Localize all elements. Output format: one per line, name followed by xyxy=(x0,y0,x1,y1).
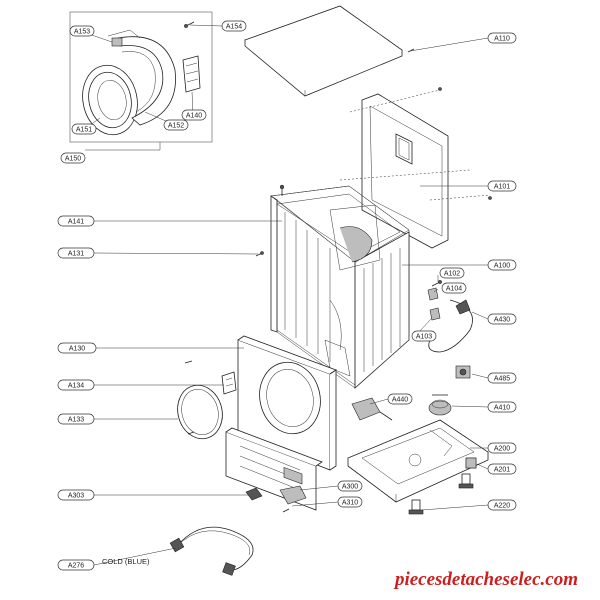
a150-bracket xyxy=(85,142,161,151)
label-a150: A150 xyxy=(60,152,86,164)
label-a131: A131 xyxy=(57,247,95,259)
watermark-text: piecesdetacheselec.com xyxy=(393,569,578,590)
svg-text:A303: A303 xyxy=(68,493,84,500)
svg-text:A140: A140 xyxy=(186,113,202,120)
door-ring xyxy=(82,64,138,136)
label-a485: A485 xyxy=(487,372,517,384)
svg-text:A410: A410 xyxy=(494,405,510,412)
svg-text:A151: A151 xyxy=(76,127,92,134)
top-plate xyxy=(244,5,415,97)
svg-text:A220: A220 xyxy=(494,503,510,510)
label-a100: A100 xyxy=(487,259,517,271)
inset-frame xyxy=(69,11,213,143)
svg-text:A154: A154 xyxy=(226,24,242,31)
label-a300: A300 xyxy=(337,480,363,492)
label-a200: A200 xyxy=(487,442,517,454)
svg-text:A300: A300 xyxy=(342,484,358,491)
drain-clip xyxy=(245,487,263,501)
svg-text:A133: A133 xyxy=(68,417,84,424)
label-a110: A110 xyxy=(487,32,517,44)
inlet-hose xyxy=(169,526,254,576)
cabinet xyxy=(255,184,410,389)
rear-panel xyxy=(339,87,492,249)
svg-text:A150: A150 xyxy=(65,156,81,163)
label-a130: A130 xyxy=(57,342,97,354)
label-a154: A154 xyxy=(221,20,247,32)
label-a151: A151 xyxy=(71,123,97,135)
bolt-top xyxy=(279,184,285,190)
label-a102: A102 xyxy=(439,267,465,279)
svg-text:A103: A103 xyxy=(416,334,432,341)
label-a276: A276 xyxy=(57,559,95,571)
svg-text:A134: A134 xyxy=(68,383,84,390)
svg-text:A440: A440 xyxy=(392,397,408,404)
svg-text:A310: A310 xyxy=(342,500,358,507)
label-a140: A140 xyxy=(181,109,207,121)
label-a152: A152 xyxy=(163,119,189,131)
base-frame xyxy=(347,419,489,515)
svg-text:A102: A102 xyxy=(444,271,460,278)
label-a134: A134 xyxy=(57,379,95,391)
door-latch xyxy=(221,371,237,395)
svg-text:A100: A100 xyxy=(494,263,510,270)
svg-text:A104: A104 xyxy=(446,286,462,293)
label-a410: A410 xyxy=(487,401,517,413)
label-a141: A141 xyxy=(57,215,95,227)
svg-text:A430: A430 xyxy=(494,317,510,324)
screw-a154 xyxy=(184,21,195,28)
label-a103: A103 xyxy=(411,330,437,342)
label-a101: A101 xyxy=(487,180,517,192)
label-a220: A220 xyxy=(487,499,517,511)
label-a153: A153 xyxy=(69,25,95,37)
label-a303: A303 xyxy=(57,489,95,501)
label-a430: A430 xyxy=(487,313,517,325)
svg-text:A200: A200 xyxy=(494,446,510,453)
electrical-parts xyxy=(351,280,477,469)
label-a133: A133 xyxy=(57,413,95,425)
svg-text:A141: A141 xyxy=(68,219,84,226)
door-hinge xyxy=(182,55,201,93)
svg-text:A201: A201 xyxy=(494,467,510,474)
svg-text:A276: A276 xyxy=(68,563,84,570)
svg-text:A110: A110 xyxy=(494,36,510,43)
svg-text:A131: A131 xyxy=(68,251,84,258)
svg-text:A153: A153 xyxy=(74,29,90,36)
door-assembly-inset xyxy=(69,11,213,151)
svg-text:A130: A130 xyxy=(69,346,85,353)
label-a310: A310 xyxy=(337,496,363,508)
lower-panel xyxy=(225,427,323,513)
label-a104: A104 xyxy=(441,282,467,294)
front-panel xyxy=(184,335,337,471)
svg-text:A152: A152 xyxy=(168,123,184,130)
hose-note: COLD (BLUE) xyxy=(102,557,150,566)
svg-text:A485: A485 xyxy=(494,376,510,383)
label-a440: A440 xyxy=(387,393,413,405)
filter-cap xyxy=(279,485,307,505)
label-a201: A201 xyxy=(487,463,517,475)
svg-text:A101: A101 xyxy=(494,184,510,191)
door-gasket xyxy=(177,384,223,440)
